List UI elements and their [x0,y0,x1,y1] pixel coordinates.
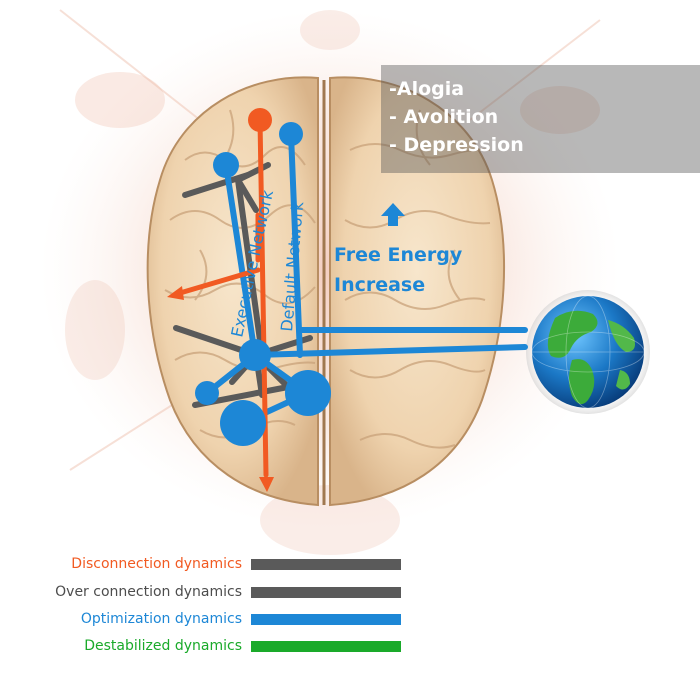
legend-label-over-connection: Over connection dynamics [55,584,242,600]
disconnection-arrows [177,117,269,478]
legend-bar-disconnection [251,559,401,570]
earth-globe [526,290,650,414]
legend-label-destabilized: Destabilized dynamics [84,638,242,654]
hub-node [239,339,271,371]
default-network-node [279,122,303,146]
legend-label-disconnection: Disconnection dynamics [71,556,242,572]
orange-arrowhead-left [167,286,184,300]
symptom-alogia: -Alogia [389,78,465,100]
legend-label-optimization: Optimization dynamics [80,611,242,627]
symptom-box [381,65,700,173]
orange-node [248,108,272,132]
free-energy-increase-label: Increase [334,274,426,296]
legend-bar-destabilized [251,641,401,652]
executive-network-node [213,152,239,178]
free-energy-up-arrow [381,203,405,226]
small-node [195,381,219,405]
symptom-avolition: - Avolition [389,106,499,128]
large-node-bottom [220,400,266,446]
free-energy-label: Free Energy [334,244,463,266]
orange-arrowhead-down [259,477,274,492]
legend-bar-optimization [251,614,401,625]
large-node-right [285,370,331,416]
legend-bar-over-connection [251,587,401,598]
symptom-depression: - Depression [389,134,524,156]
